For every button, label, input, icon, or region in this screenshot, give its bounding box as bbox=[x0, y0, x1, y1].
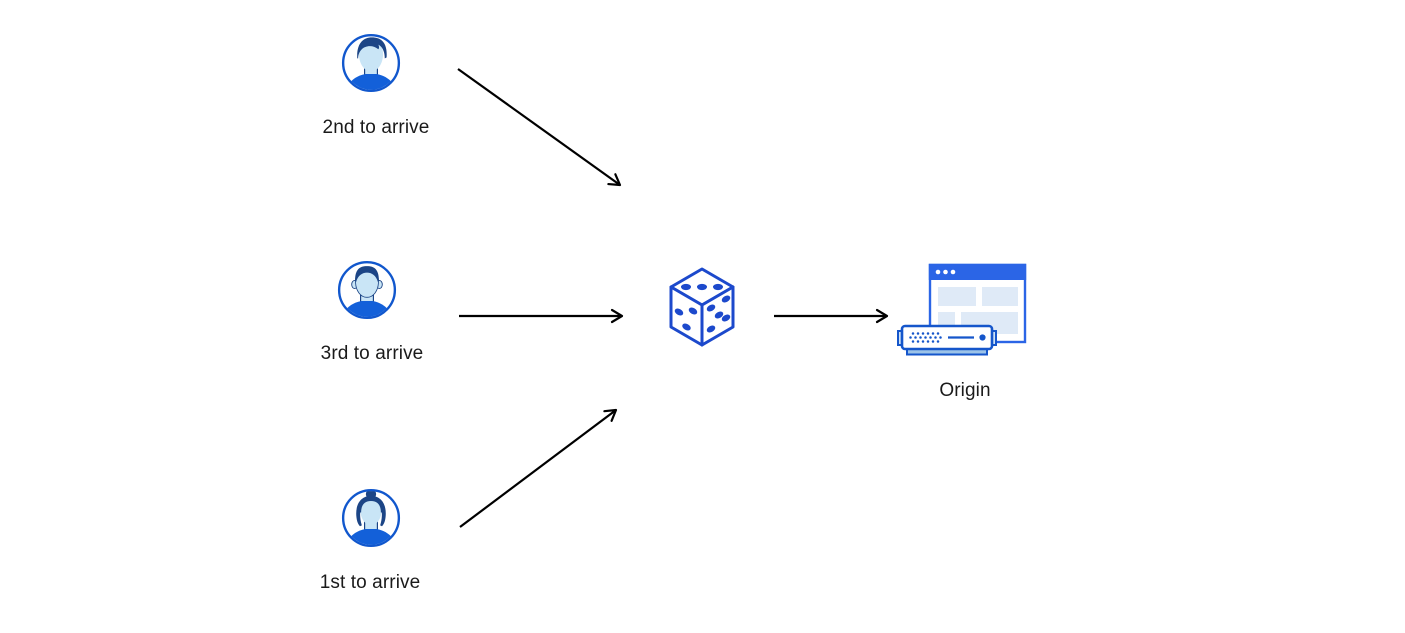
client-2nd-label: 2nd to arrive bbox=[322, 117, 430, 138]
client-3rd-label: 3rd to arrive bbox=[320, 343, 424, 364]
dice-node bbox=[666, 265, 738, 353]
origin-node bbox=[897, 262, 1029, 364]
arrow-client1-to-dice bbox=[459, 408, 618, 528]
origin-server-browser-icon bbox=[897, 263, 1027, 356]
user-avatar-female-bun-icon bbox=[341, 488, 401, 548]
user-avatar-male-flattop-icon bbox=[337, 260, 397, 320]
client-3rd-to-arrive bbox=[334, 257, 400, 323]
dice-icon bbox=[669, 267, 735, 347]
client-1st-label: 1st to arrive bbox=[319, 572, 421, 593]
client-1st-to-arrive bbox=[338, 485, 404, 551]
origin-label: Origin bbox=[939, 380, 991, 401]
arrow-client2-to-dice bbox=[457, 68, 622, 187]
user-avatar-male-swoop-icon bbox=[341, 33, 401, 93]
client-2nd-to-arrive bbox=[338, 30, 404, 96]
